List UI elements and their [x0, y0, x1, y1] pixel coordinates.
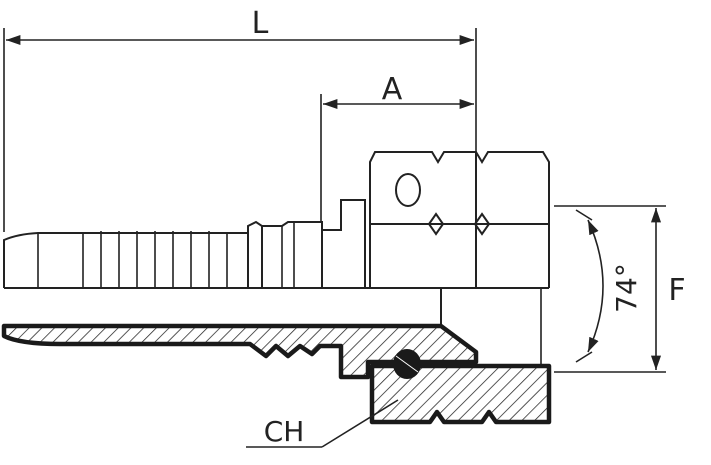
dimension-f: F [554, 205, 686, 373]
dimension-a: A [320, 72, 474, 222]
corner-diamond-left [427, 212, 445, 236]
nut-body [369, 151, 550, 288]
leader-line [321, 399, 399, 448]
tail-section [1, 323, 479, 380]
nut-outline [369, 151, 550, 288]
hose-tail [3, 199, 366, 288]
label-l: L [252, 6, 269, 41]
hex-callout: CH [246, 399, 399, 448]
label-a: A [382, 72, 403, 107]
barb-rings [82, 231, 228, 288]
angle-dimension: 74° [575, 209, 643, 363]
hex-flat-mark [395, 173, 421, 207]
corner-diamond-right [473, 212, 491, 236]
tail-outline [3, 232, 249, 288]
label-f: F [668, 273, 685, 308]
collar [322, 199, 366, 288]
label-ch: CH [264, 415, 305, 448]
nut-section [369, 363, 552, 425]
angle-arc [587, 219, 604, 353]
dimension-l: L [3, 6, 477, 232]
label-angle: 74° [610, 263, 643, 313]
